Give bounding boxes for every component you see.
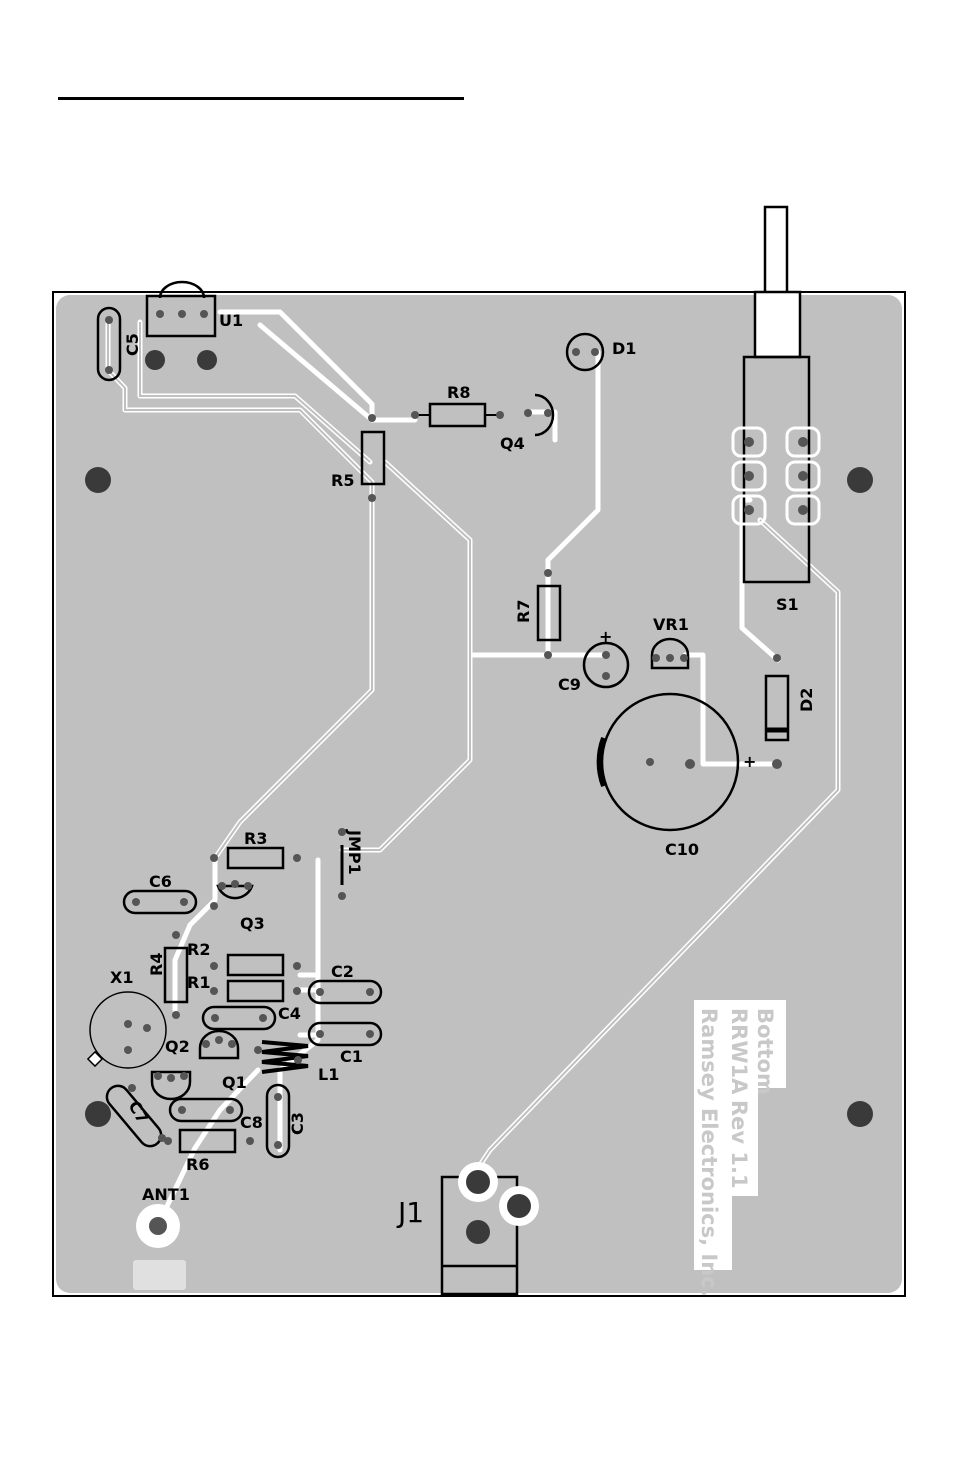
- label-c3: C3: [288, 1112, 307, 1135]
- label-r3: R3: [244, 829, 267, 848]
- label-c2: C2: [331, 962, 354, 981]
- label-l1: L1: [318, 1065, 339, 1084]
- label-x1: X1: [110, 968, 133, 987]
- label-jmp1: JMP1: [345, 829, 364, 875]
- label-r1: R1: [187, 973, 210, 992]
- label-c4: C4: [278, 1004, 301, 1023]
- label-q3: Q3: [240, 914, 265, 933]
- silk-rev: Rev 1.1: [727, 1100, 751, 1189]
- label-r5: R5: [331, 471, 354, 490]
- label-d2: D2: [797, 688, 816, 712]
- label-r6: R6: [186, 1155, 209, 1174]
- label-vr1: VR1: [653, 615, 689, 634]
- silk-rrw1a: RRW1A: [727, 1008, 751, 1095]
- label-c10-plus: +: [743, 752, 756, 771]
- label-q1: Q1: [222, 1073, 247, 1092]
- label-q2: Q2: [165, 1037, 190, 1056]
- label-r8: R8: [447, 383, 470, 402]
- label-ant1: ANT1: [142, 1185, 190, 1204]
- label-c1: C1: [340, 1047, 363, 1066]
- label-r2: R2: [187, 940, 210, 959]
- label-c10: C10: [665, 840, 699, 859]
- label-c5: C5: [123, 333, 142, 356]
- label-d1: D1: [612, 339, 636, 358]
- label-c6: C6: [149, 872, 172, 891]
- label-q4: Q4: [500, 434, 525, 453]
- label-c9-plus: +: [599, 627, 612, 646]
- label-c9: C9: [558, 675, 581, 694]
- label-r4: R4: [147, 953, 166, 976]
- label-j1: J1: [396, 1196, 424, 1229]
- label-c8: C8: [240, 1113, 263, 1132]
- label-u1: U1: [219, 311, 243, 330]
- label-r7: R7: [514, 600, 533, 623]
- board-surface: [56, 295, 902, 1293]
- silk-bottom: Bottom: [753, 1008, 777, 1095]
- silk-company: Ramsey Electronics, Inc.: [697, 1008, 721, 1297]
- label-s1: S1: [776, 595, 799, 614]
